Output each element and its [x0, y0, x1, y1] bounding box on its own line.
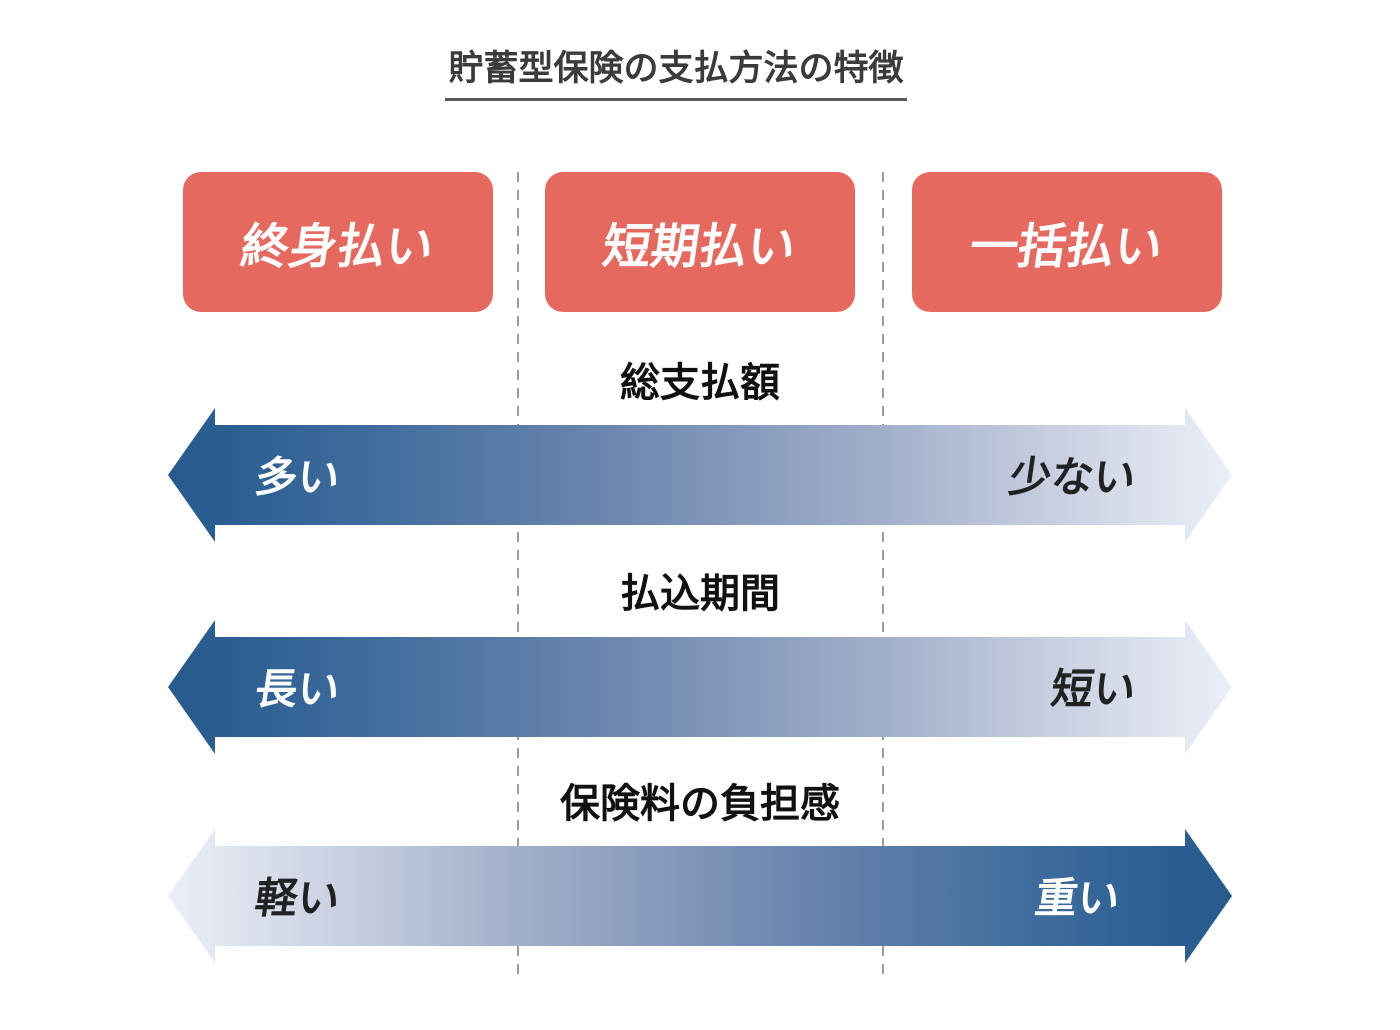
page-title-text: 貯蓄型保険の支払方法の特徴 — [445, 40, 907, 101]
row-label-total-payment: 総支払額 — [620, 361, 780, 405]
page-title: 貯蓄型保険の支払方法の特徴 — [0, 40, 1352, 101]
arrow-left-label: 多い — [252, 453, 343, 501]
column-divider-line-left — [517, 172, 519, 982]
arrow-right-label: 短い — [1048, 665, 1139, 713]
payment-method-label: 一括払い — [966, 221, 1166, 274]
arrow-left-label: 軽い — [252, 874, 343, 922]
payment-method-label: 終身払い — [237, 221, 437, 274]
row-label-payment-period: 払込期間 — [620, 572, 780, 616]
gradient-arrow-payment-period: 長い 短い — [168, 620, 1232, 754]
payment-method-box-lifetime: 終身払い — [183, 172, 493, 312]
row-label-premium-burden: 保険料の負担感 — [560, 782, 840, 826]
gradient-arrow-total-payment: 多い 少ない — [168, 408, 1232, 542]
gradient-arrow-premium-burden: 軽い 重い — [168, 829, 1232, 963]
arrow-right-label: 重い — [1032, 874, 1123, 922]
column-divider-line-right — [882, 172, 884, 982]
arrow-right-label: 少ない — [1006, 453, 1139, 501]
arrow-left-label: 長い — [252, 665, 343, 713]
payment-method-box-lump-sum: 一括払い — [912, 172, 1222, 312]
payment-method-label: 短期払い — [599, 221, 799, 274]
payment-method-box-short-term: 短期払い — [545, 172, 855, 312]
